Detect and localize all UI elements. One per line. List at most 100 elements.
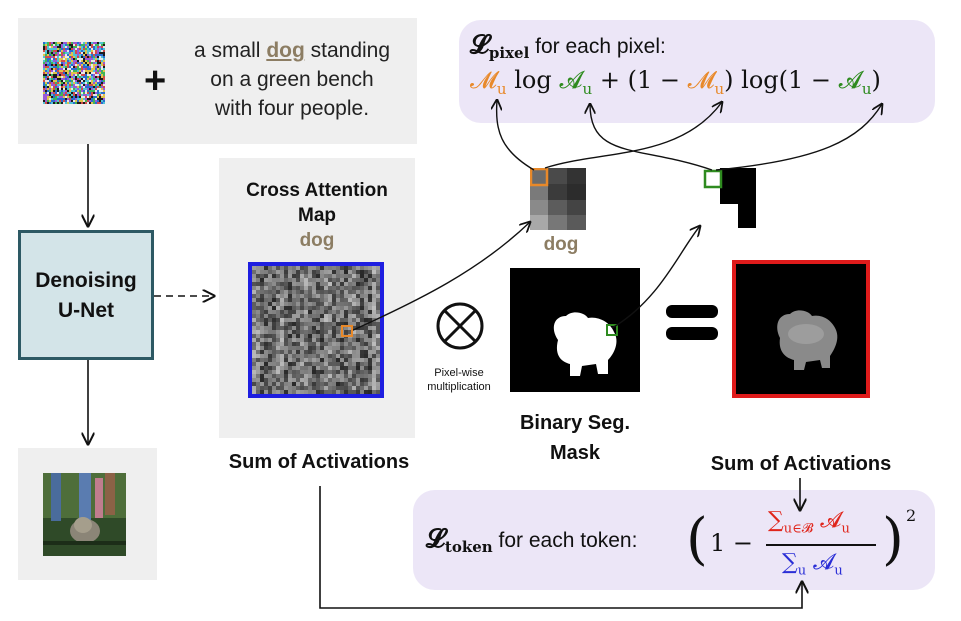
attention-cell	[252, 338, 256, 342]
attention-cell	[308, 302, 312, 306]
noise-cell	[97, 42, 99, 44]
attention-cell	[288, 294, 292, 298]
attention-cell	[364, 338, 368, 342]
noise-cell	[69, 74, 71, 76]
noise-cell	[97, 90, 99, 92]
attention-cell	[308, 310, 312, 314]
noise-cell	[99, 66, 101, 68]
attention-cell	[284, 294, 288, 298]
attention-cell	[356, 346, 360, 350]
attention-cell	[272, 362, 276, 366]
generated-image	[43, 473, 126, 556]
noise-cell	[51, 100, 53, 102]
attention-cell	[332, 362, 336, 366]
attention-cell	[368, 354, 372, 358]
attention-cell	[260, 314, 264, 318]
attention-cell	[348, 358, 352, 362]
attention-cell	[372, 278, 376, 282]
noise-cell	[95, 72, 97, 74]
attention-cell	[292, 334, 296, 338]
noise-cell	[73, 42, 75, 44]
noise-cell	[53, 64, 55, 66]
attention-cell	[368, 366, 372, 370]
noise-cell	[57, 98, 59, 100]
attention-cell	[264, 282, 268, 286]
noise-cell	[43, 50, 45, 52]
noise-cell	[83, 92, 85, 94]
attention-cell	[296, 354, 300, 358]
noise-cell	[85, 100, 87, 102]
noise-cell	[101, 68, 103, 70]
noise-cell	[103, 72, 105, 74]
attention-cell	[316, 386, 320, 390]
noise-cell	[63, 86, 65, 88]
attention-cell	[340, 354, 344, 358]
noise-cell	[83, 86, 85, 88]
attention-cell	[276, 330, 280, 334]
noise-cell	[79, 56, 81, 58]
attention-cell	[336, 350, 340, 354]
attention-cell	[300, 342, 304, 346]
noise-cell	[61, 62, 63, 64]
noise-cell	[89, 70, 91, 72]
noise-cell	[53, 102, 55, 104]
attention-cell	[340, 270, 344, 274]
attention-cell	[252, 278, 256, 282]
noise-cell	[53, 80, 55, 82]
noise-cell	[59, 48, 61, 50]
noise-cell	[65, 68, 67, 70]
noise-cell	[99, 52, 101, 54]
attention-cell	[368, 334, 372, 338]
noise-cell	[57, 88, 59, 90]
noise-cell	[63, 100, 65, 102]
noise-cell	[91, 88, 93, 90]
attention-cell	[264, 358, 268, 362]
attention-cell	[324, 382, 328, 386]
noise-cell	[53, 70, 55, 72]
noise-cell	[59, 92, 61, 94]
noise-cell	[51, 74, 53, 76]
noise-cell	[43, 100, 45, 102]
noise-cell	[67, 90, 69, 92]
attention-cell	[376, 386, 380, 390]
noise-cell	[91, 46, 93, 48]
noise-cell	[101, 46, 103, 48]
attention-cell	[360, 378, 364, 382]
attention-cell	[292, 298, 296, 302]
noise-cell	[61, 80, 63, 82]
attention-cell	[276, 278, 280, 282]
noise-cell	[63, 52, 65, 54]
attention-cell	[256, 274, 260, 278]
attention-cell	[272, 306, 276, 310]
noise-cell	[101, 66, 103, 68]
attention-cell	[320, 358, 324, 362]
prompt-token: dog	[266, 39, 305, 62]
attention-cell	[312, 290, 316, 294]
attention-cell	[376, 306, 380, 310]
noise-cell	[53, 68, 55, 70]
noise-cell	[75, 92, 77, 94]
attention-cell	[320, 354, 324, 358]
attention-cell	[364, 274, 368, 278]
noise-cell	[45, 86, 47, 88]
noise-cell	[93, 82, 95, 84]
attention-cell	[352, 302, 356, 306]
noise-cell	[93, 52, 95, 54]
attention-cell	[312, 370, 316, 374]
attention-cell	[288, 378, 292, 382]
noise-cell	[101, 58, 103, 60]
attention-cell	[256, 318, 260, 322]
noise-cell	[95, 76, 97, 78]
attention-cell	[256, 334, 260, 338]
noise-cell	[59, 72, 61, 74]
noise-cell	[71, 74, 73, 76]
attention-cell	[368, 338, 372, 342]
noise-cell	[45, 100, 47, 102]
noise-cell	[65, 72, 67, 74]
noise-cell	[49, 92, 51, 94]
noise-cell	[85, 48, 87, 50]
attention-cell	[292, 366, 296, 370]
noise-cell	[87, 66, 89, 68]
attention-cell	[368, 374, 372, 378]
attention-cell	[264, 378, 268, 382]
